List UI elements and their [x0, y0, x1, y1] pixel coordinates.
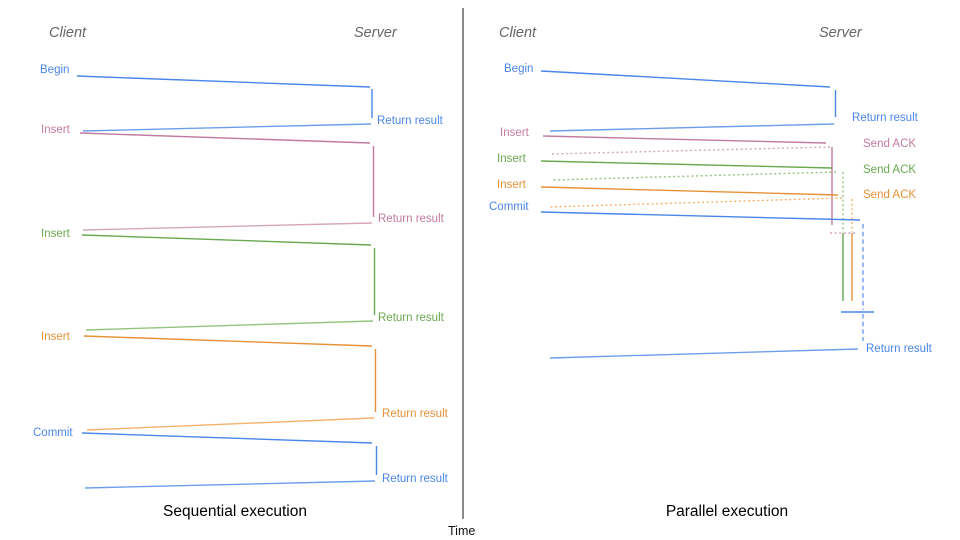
seq-op-commit-label: Commit [33, 427, 73, 439]
par-send-ack-3: Send ACK [863, 189, 917, 201]
par-insert1-arrows [542, 135, 856, 234]
par-client-header: Client [499, 25, 537, 41]
seq-return-result-3: Return result [378, 312, 444, 324]
par-title: Parallel execution [665, 503, 789, 520]
seq-insert2-arrows [81, 234, 376, 331]
par-commit-arrows [540, 211, 874, 359]
seq-insert3-arrows [83, 335, 377, 431]
par-op-begin-label: Begin [504, 63, 534, 75]
par-begin-arrows [540, 70, 837, 132]
par-insert2-arrows [540, 160, 844, 301]
seq-return-result-1: Return result [377, 115, 443, 127]
seq-return-result-4: Return result [382, 408, 448, 420]
time-axis-label: Time [448, 524, 476, 538]
par-return-result-bottom: Return result [866, 343, 932, 355]
par-op-insert2-label: Insert [497, 153, 526, 165]
par-op-insert1-label: Insert [500, 127, 529, 139]
seq-begin-arrows [76, 75, 373, 132]
seq-return-result-5: Return result [382, 473, 448, 485]
seq-op-begin-label: Begin [40, 64, 70, 76]
seq-client-header: Client [49, 25, 87, 41]
seq-return-result-2: Return result [378, 213, 444, 225]
par-insert3-arrows [540, 186, 853, 301]
seq-op-insert2-label: Insert [41, 228, 70, 240]
par-server-header: Server [819, 25, 862, 41]
par-return-result-top: Return result [852, 112, 918, 124]
seq-title: Sequential execution [163, 503, 307, 520]
seq-op-insert1-label: Insert [41, 124, 70, 136]
par-op-commit-label: Commit [489, 201, 529, 213]
seq-op-insert3-label: Insert [41, 331, 70, 343]
par-send-ack-2: Send ACK [863, 164, 917, 176]
par-send-ack-1: Send ACK [863, 138, 917, 150]
seq-insert1-arrows [79, 132, 375, 231]
par-op-insert3-label: Insert [497, 179, 526, 191]
seq-commit-arrows [81, 432, 378, 489]
seq-server-header: Server [354, 25, 397, 41]
